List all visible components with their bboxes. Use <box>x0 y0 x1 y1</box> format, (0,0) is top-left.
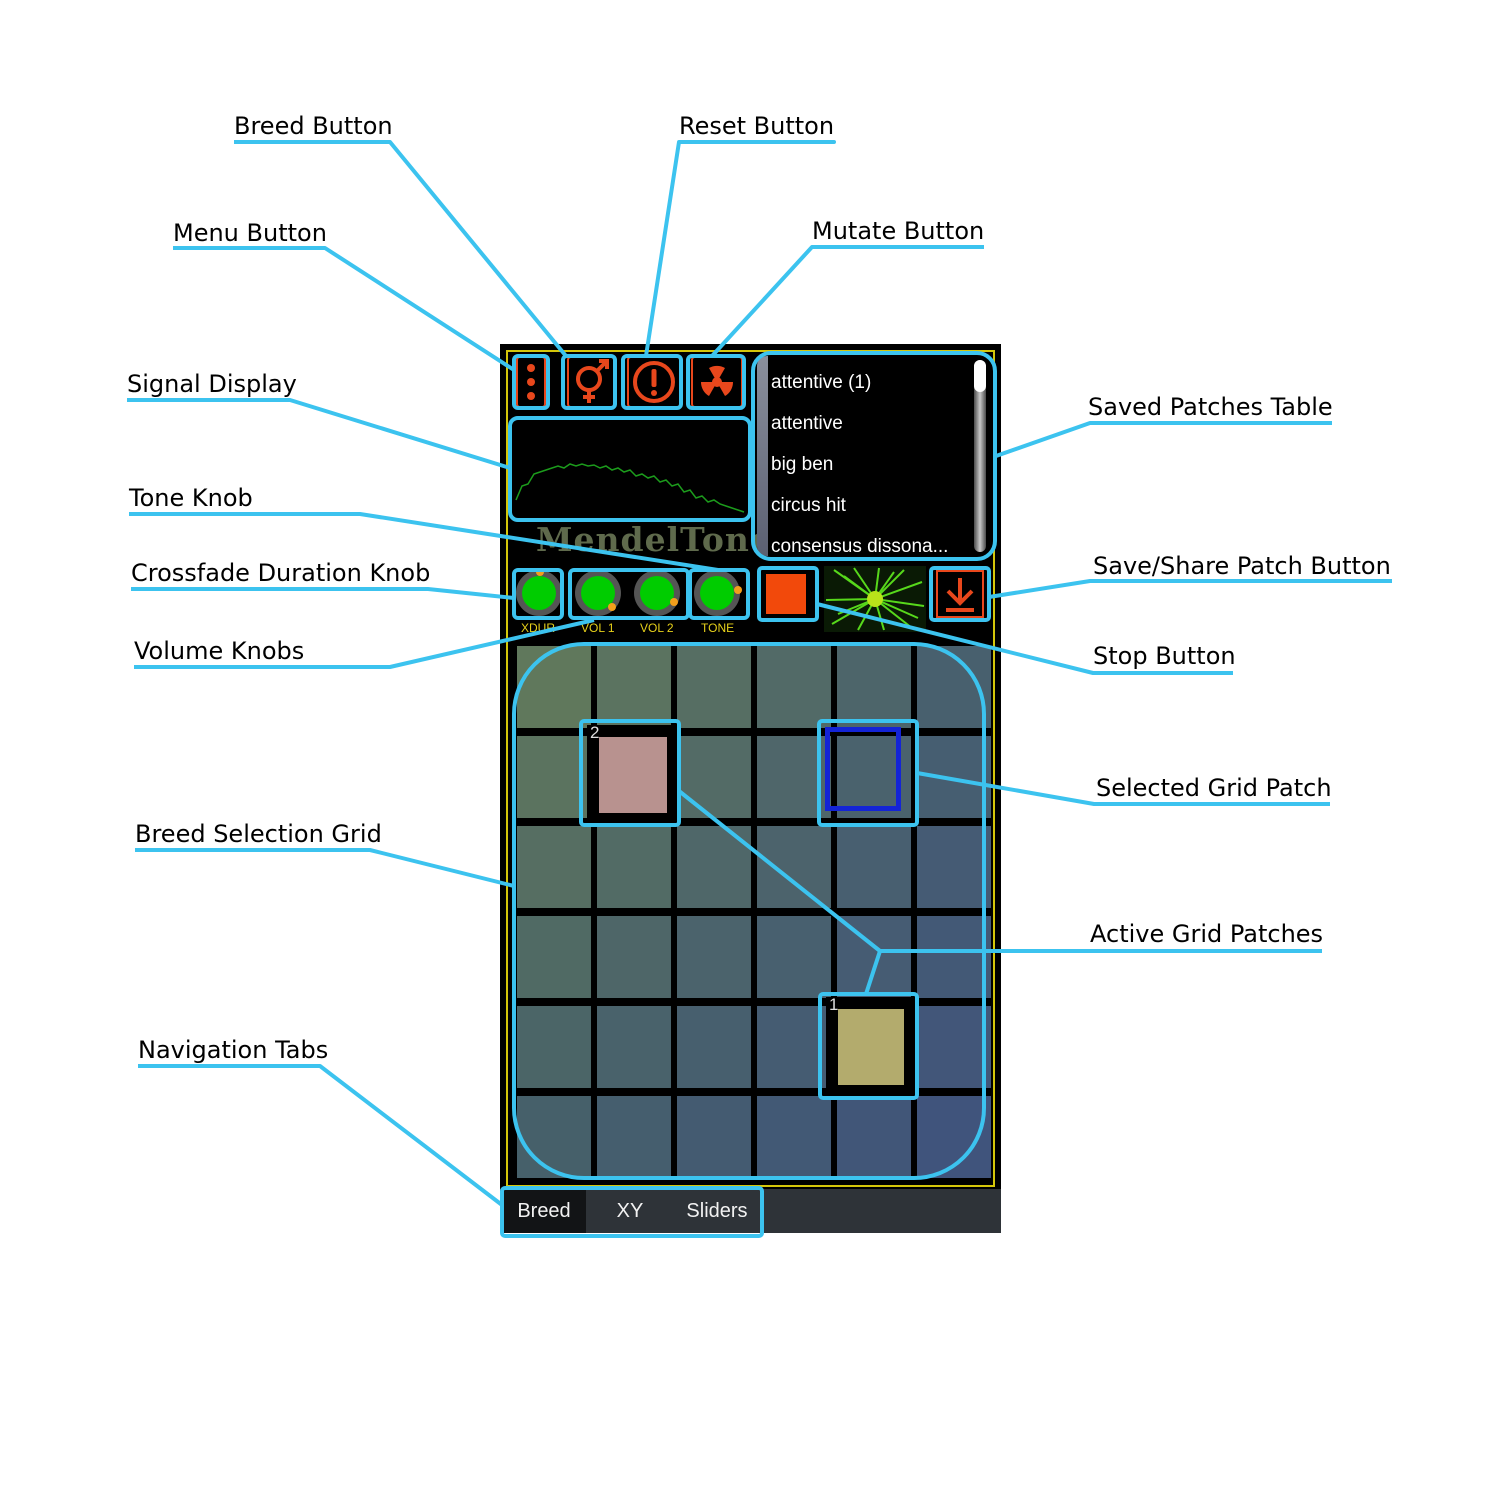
breed-button[interactable] <box>567 356 615 408</box>
grid-cell[interactable] <box>597 826 671 908</box>
selected-grid-patch[interactable] <box>823 725 909 819</box>
callout-volume-knobs: Volume Knobs <box>134 637 305 665</box>
callout-signal-display: Signal Display <box>127 370 297 398</box>
grid-cell[interactable] <box>517 646 591 728</box>
grid-cell[interactable] <box>597 646 671 728</box>
menu-button[interactable] <box>516 356 546 408</box>
reset-button[interactable] <box>627 356 681 408</box>
patch-1-swatch <box>838 1009 904 1085</box>
download-arrow-icon <box>946 578 974 612</box>
callout-breed-selection-grid: Breed Selection Grid <box>135 820 382 848</box>
mendeltone-logo: MendelTone <box>536 520 772 559</box>
grid-cell[interactable] <box>677 826 751 908</box>
volume-2-knob-label: VOL 2 <box>640 621 674 635</box>
patch-row[interactable]: attentive <box>771 413 843 434</box>
grid-cell[interactable] <box>517 916 591 998</box>
tab-xy[interactable]: XY <box>616 1199 644 1222</box>
grid-cell[interactable] <box>757 916 831 998</box>
grid-cell[interactable] <box>517 1006 591 1088</box>
active-grid-patch-2[interactable]: 2 <box>587 723 673 819</box>
stop-button[interactable] <box>766 574 806 614</box>
grid-cell[interactable] <box>677 646 751 728</box>
patches-color-stripe <box>757 356 768 556</box>
volume-1-knob[interactable] <box>575 570 621 616</box>
grid-cell[interactable] <box>677 1096 751 1178</box>
waveform-trace <box>515 463 745 513</box>
patch-row[interactable]: circus hit <box>771 495 846 516</box>
selected-outline <box>825 727 901 811</box>
grid-cell[interactable] <box>837 1096 911 1178</box>
app-window: MendelTone attentive (1) attentive big b… <box>500 344 1001 1233</box>
callout-stop-button: Stop Button <box>1093 642 1236 670</box>
callout-reset-button: Reset Button <box>679 112 835 140</box>
crossfade-knob[interactable] <box>516 568 562 616</box>
grid-cell[interactable] <box>917 826 991 908</box>
grid-cell[interactable] <box>757 646 831 728</box>
grid-cell[interactable] <box>757 826 831 908</box>
grid-cell[interactable] <box>677 916 751 998</box>
grid-cell[interactable] <box>597 1096 671 1178</box>
callout-menu-button: Menu Button <box>173 219 327 247</box>
grid-cell[interactable] <box>597 916 671 998</box>
activity-swirl-icon <box>824 566 926 632</box>
patch-row[interactable]: attentive (1) <box>771 372 872 393</box>
tone-knob-label: TONE <box>701 621 735 635</box>
tab-breed[interactable]: Breed <box>502 1189 586 1233</box>
grid-cell[interactable] <box>757 1096 831 1178</box>
callout-selected-grid-patch: Selected Grid Patch <box>1096 774 1332 802</box>
grid-cell[interactable] <box>837 646 911 728</box>
volume-1-knob-label: VOL 1 <box>581 621 615 635</box>
grid-cell[interactable] <box>517 1096 591 1178</box>
callout-save-share-button: Save/Share Patch Button <box>1093 552 1391 580</box>
callout-crossfade-knob: Crossfade Duration Knob <box>131 559 431 587</box>
callout-mutate-button: Mutate Button <box>812 217 985 245</box>
hermaphrodite-icon <box>576 359 609 403</box>
grid-cell[interactable] <box>517 736 591 818</box>
grid-cell[interactable] <box>917 736 991 818</box>
grid-cell[interactable] <box>837 826 911 908</box>
grid-cell[interactable] <box>917 916 991 998</box>
tone-knob[interactable] <box>694 570 742 616</box>
grid-cell[interactable] <box>597 1006 671 1088</box>
callout-navigation-tabs: Navigation Tabs <box>138 1036 329 1064</box>
grid-cell[interactable] <box>917 646 991 728</box>
radiation-icon <box>700 365 734 396</box>
navigation-tabs: Breed XY Sliders <box>500 1189 1001 1233</box>
patches-scroll-thumb[interactable] <box>974 360 986 392</box>
tab-sliders[interactable]: Sliders <box>686 1199 748 1222</box>
mutate-button[interactable] <box>691 356 743 408</box>
callout-saved-patches-table: Saved Patches Table <box>1088 393 1333 421</box>
grid-cell[interactable] <box>917 1096 991 1178</box>
saved-patches-table[interactable]: attentive (1) attentive big ben circus h… <box>757 356 992 556</box>
grid-cell[interactable] <box>757 1006 831 1088</box>
volume-2-knob[interactable] <box>634 570 680 616</box>
grid-cell[interactable] <box>517 826 591 908</box>
patch-2-swatch <box>599 737 667 813</box>
alert-icon <box>633 361 675 403</box>
grid-cell[interactable] <box>677 1006 751 1088</box>
patch-row[interactable]: big ben <box>771 454 834 475</box>
patch-row[interactable]: consensus dissona... <box>771 536 949 556</box>
menu-dots-icon <box>527 364 535 400</box>
callout-breed-button: Breed Button <box>234 112 393 140</box>
patch-2-number: 2 <box>590 723 600 742</box>
breed-selection-grid[interactable]: 2 1 <box>511 640 991 1180</box>
grid-cell[interactable] <box>757 736 831 818</box>
grid-cell[interactable] <box>917 1006 991 1088</box>
signal-display <box>512 420 748 518</box>
patch-1-number: 1 <box>829 995 839 1014</box>
callout-tone-knob: Tone Knob <box>129 484 253 512</box>
crossfade-knob-label: XDUR <box>521 621 556 635</box>
grid-cell[interactable] <box>677 736 751 818</box>
save-share-button[interactable] <box>936 570 984 618</box>
callout-active-grid-patches: Active Grid Patches <box>1090 920 1324 948</box>
grid-cell[interactable] <box>837 916 911 998</box>
active-grid-patch-1[interactable]: 1 <box>826 995 912 1091</box>
